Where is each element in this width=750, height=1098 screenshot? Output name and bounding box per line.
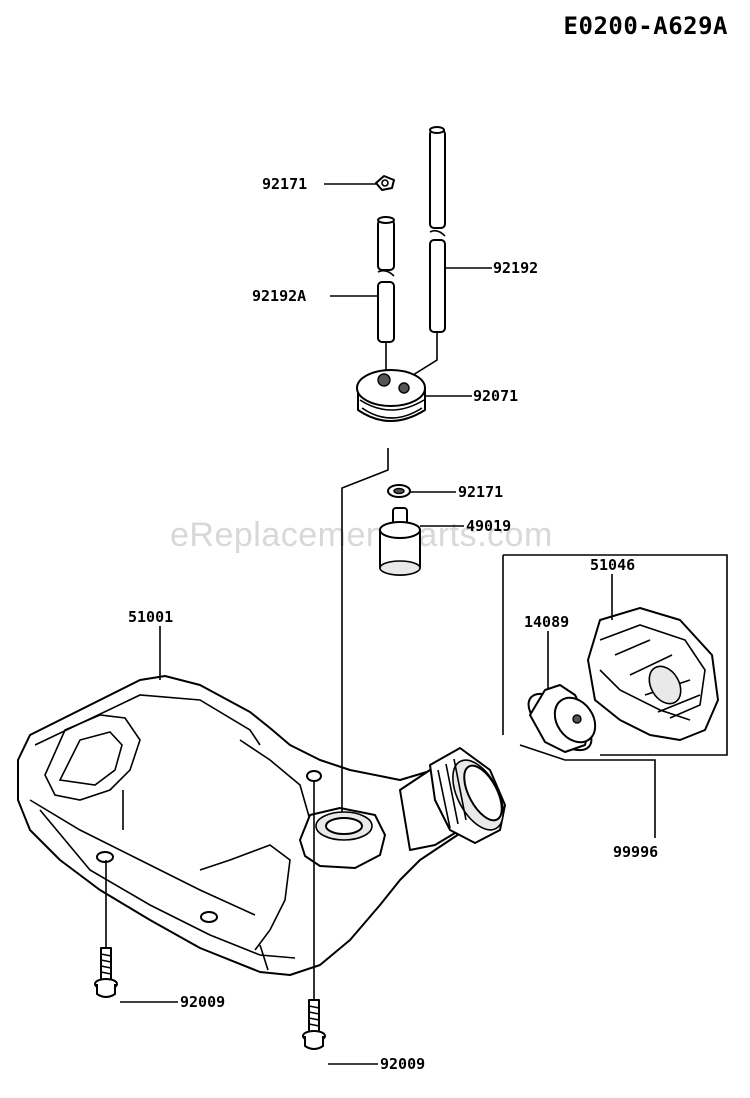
part-label: 92171 xyxy=(458,483,504,501)
grommet-92071 xyxy=(356,369,426,422)
fuel-filter-49019 xyxy=(379,507,421,576)
diagram-code: E0200-A629A xyxy=(563,12,728,40)
cap-51046 xyxy=(587,607,719,741)
part-label: 49019 xyxy=(466,517,512,535)
fuel-hose-92192A xyxy=(377,216,395,343)
vent-14089 xyxy=(527,684,597,753)
part-label: 51001 xyxy=(128,608,174,626)
part-label: 92009 xyxy=(380,1055,426,1073)
part-label: 92192A xyxy=(252,287,307,305)
part-label: 92009 xyxy=(180,993,226,1011)
cap-assembly-99996 xyxy=(502,554,728,838)
leader-lines xyxy=(120,183,613,1065)
clip-92171-top xyxy=(375,175,395,191)
fuel-hose-92192 xyxy=(429,126,446,333)
watermark: eReplacementParts.com xyxy=(170,516,553,554)
clip-92171-lower xyxy=(387,484,411,498)
fuel-tank-51001 xyxy=(17,675,506,976)
bolt-92009-left xyxy=(94,860,118,998)
part-label: 92071 xyxy=(473,387,519,405)
part-label: 92192 xyxy=(493,259,539,277)
part-label: 99996 xyxy=(613,843,659,861)
part-label: 51046 xyxy=(590,556,636,574)
tank-cap-thread xyxy=(429,747,506,844)
part-label: 14089 xyxy=(524,613,570,631)
part-label: 92171 xyxy=(262,175,308,193)
bolt-92009-right xyxy=(302,780,326,1050)
